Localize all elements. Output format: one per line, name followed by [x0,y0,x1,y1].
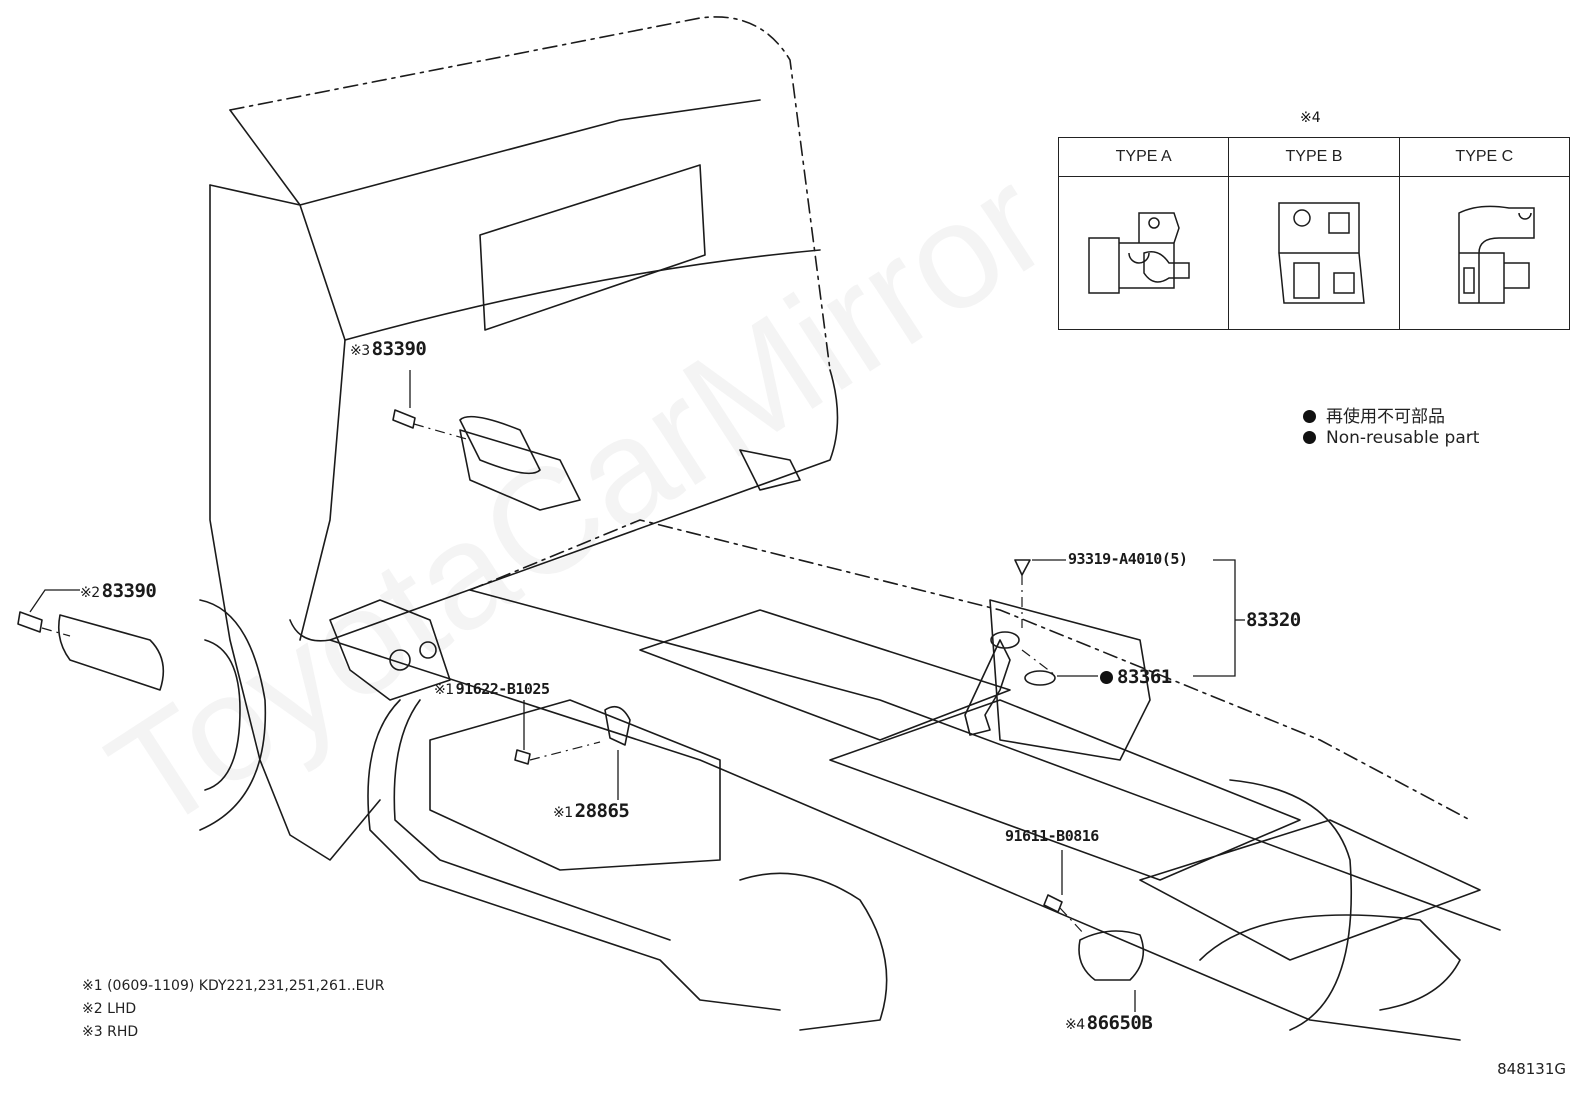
cab-lower-front [209,184,381,861]
door-switch-housing-rhd [459,415,541,475]
part-number: 93319-A4010(5) [1068,550,1188,568]
part-number: 83320 [1246,609,1301,631]
note-mark: ※2 [80,585,100,601]
part-number: 83390 [101,580,157,602]
bolt-93319 [1014,559,1031,576]
footnote-3: ※3 RHD [82,1024,139,1040]
cab-mount-bracket [329,599,451,701]
cab-roof [229,16,831,371]
legend-non-reusable-en: Non-reusable part [1303,428,1479,448]
non-reusable-dot-icon [1100,671,1113,684]
footnote-1: ※1 (0609-1109) KDY221,231,251,261..EUR [82,978,385,994]
note-mark: ※4 [1065,1017,1085,1033]
switch-type-b-icon[interactable] [1249,193,1379,313]
bolt-91622 [514,749,531,765]
cab-top-edge [229,99,761,206]
type-a-cell: TYPE A [1059,138,1230,329]
cab-mount-bracket-2 [459,429,801,511]
frame-rail-right [469,589,1501,931]
bolt-83390-lhd [17,611,43,633]
part-number: 91611-B0816 [1005,827,1099,845]
leader-83390-lhd [41,627,71,637]
fuel-sender-top [990,631,1020,649]
leader-91622 [529,741,601,761]
callout-83320-bracket [1193,559,1236,677]
part-number: 83390 [371,338,427,360]
fuel-tank [429,599,1151,871]
callout-83390-lhd [29,589,80,613]
cab-side-panel [344,249,821,341]
rear-axle [1199,914,1461,1011]
door-switch-housing-lhd [57,614,165,691]
footnotes: ※1 (0609-1109) KDY221,231,251,261..EUR ※… [82,975,384,1044]
part-number: 91622-B1025 [455,680,550,698]
connector-28865 [604,705,631,746]
note-mark: ※1 [434,682,454,698]
leader-91611 [1059,907,1086,936]
legend-en-text: Non-reusable part [1326,428,1480,448]
horn-86650B [1078,930,1145,981]
fuel-sender-gauge [964,639,1011,736]
drawing-code: 848131G [1497,1060,1566,1078]
cab-window [479,164,706,331]
type-b-header: TYPE B [1229,138,1399,177]
part-number: 83361 [1117,666,1172,688]
type-c-cell: TYPE C [1399,138,1569,329]
bolt-91611 [1043,894,1063,913]
type-a-header: TYPE A [1059,138,1229,177]
part-number: 28865 [574,800,630,822]
switch-type-c-icon[interactable] [1419,193,1549,313]
legend-non-reusable-jp: 再使用不可部品 [1303,402,1445,427]
frame-tube [367,699,781,1011]
note-mark: ※3 [350,343,370,359]
type-c-header: TYPE C [1399,138,1569,177]
frame-rail-left [329,639,1461,1041]
rear-wheel [739,779,1353,1031]
leader-83390-rhd [413,423,471,441]
type-b-cell: TYPE B [1229,138,1400,329]
part-label-93319-a4010[interactable]: 93319-A4010(5) [1068,550,1188,568]
switch-type-table: TYPE A TYPE B TYPE C [1058,137,1570,330]
leader-gasket [1021,649,1056,676]
front-wheel [199,599,267,831]
part-label-83361[interactable]: 83361 [1100,666,1172,688]
non-reusable-dot-icon [1303,431,1316,444]
non-reusable-dot-icon [1303,410,1316,423]
bolt-83390-rhd [392,409,416,429]
frame-top-rail [469,519,1471,821]
legend-jp-text: 再使用不可部品 [1326,407,1445,427]
gasket-83361 [1024,670,1056,686]
switch-type-a-icon[interactable] [1079,193,1209,313]
footnote-2: ※2 LHD [82,1001,137,1017]
cab-rear-edge [289,369,839,642]
types-note-mark: ※4 [1300,110,1321,126]
part-label-91611-b0816[interactable]: 91611-B0816 [1005,827,1099,845]
part-label-83320[interactable]: 83320 [1246,609,1301,631]
part-number: 86650B [1086,1012,1153,1034]
cab-back-wall [209,184,346,641]
note-mark: ※1 [553,805,573,821]
